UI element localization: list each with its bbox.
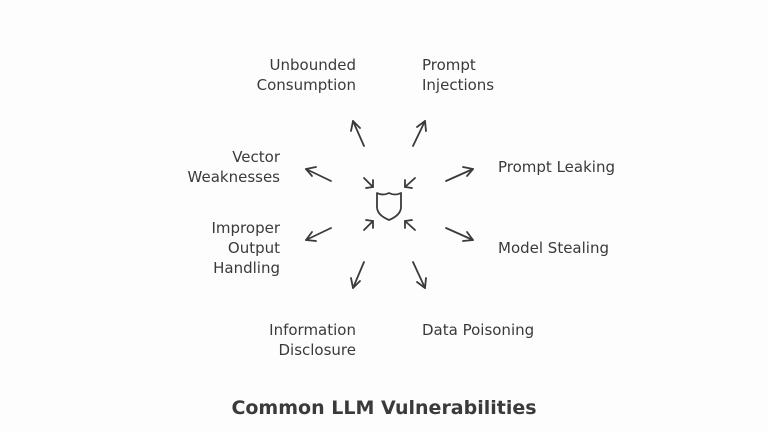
arrow-out-model-stealing: [445, 227, 474, 242]
arrow-out-unbounded-consumption: [350, 120, 365, 147]
label-information-disclosure: Information Disclosure: [269, 321, 356, 359]
label-improper-output-handling: Improper Output Handling: [211, 219, 281, 277]
shield-icon: [376, 192, 402, 221]
label-unbounded-consumption: Unbounded Consumption: [256, 56, 356, 94]
arrow-out-vector-weaknesses: [305, 166, 332, 182]
arrow-in-bottom-right: [404, 219, 416, 231]
label-data-poisoning: Data Poisoning: [422, 321, 535, 339]
arrow-out-prompt-leaking: [445, 166, 474, 182]
arrow-out-data-poisoning: [412, 261, 427, 289]
label-prompt-leaking: Prompt Leaking: [498, 158, 615, 176]
arrow-in-top-left: [363, 177, 374, 189]
arrow-out-prompt-injections: [412, 120, 427, 147]
label-prompt-injections: Prompt Injections: [422, 56, 495, 94]
arrow-out-information-disclosure: [350, 261, 365, 289]
diagram-title: Common LLM Vulnerabilities: [231, 397, 537, 419]
label-model-stealing: Model Stealing: [498, 239, 609, 257]
label-vector-weaknesses: Vector Weaknesses: [187, 148, 280, 186]
arrow-in-top-right: [404, 177, 416, 189]
arrow-out-improper-output-handling: [305, 227, 332, 242]
arrow-in-bottom-left: [363, 219, 374, 231]
